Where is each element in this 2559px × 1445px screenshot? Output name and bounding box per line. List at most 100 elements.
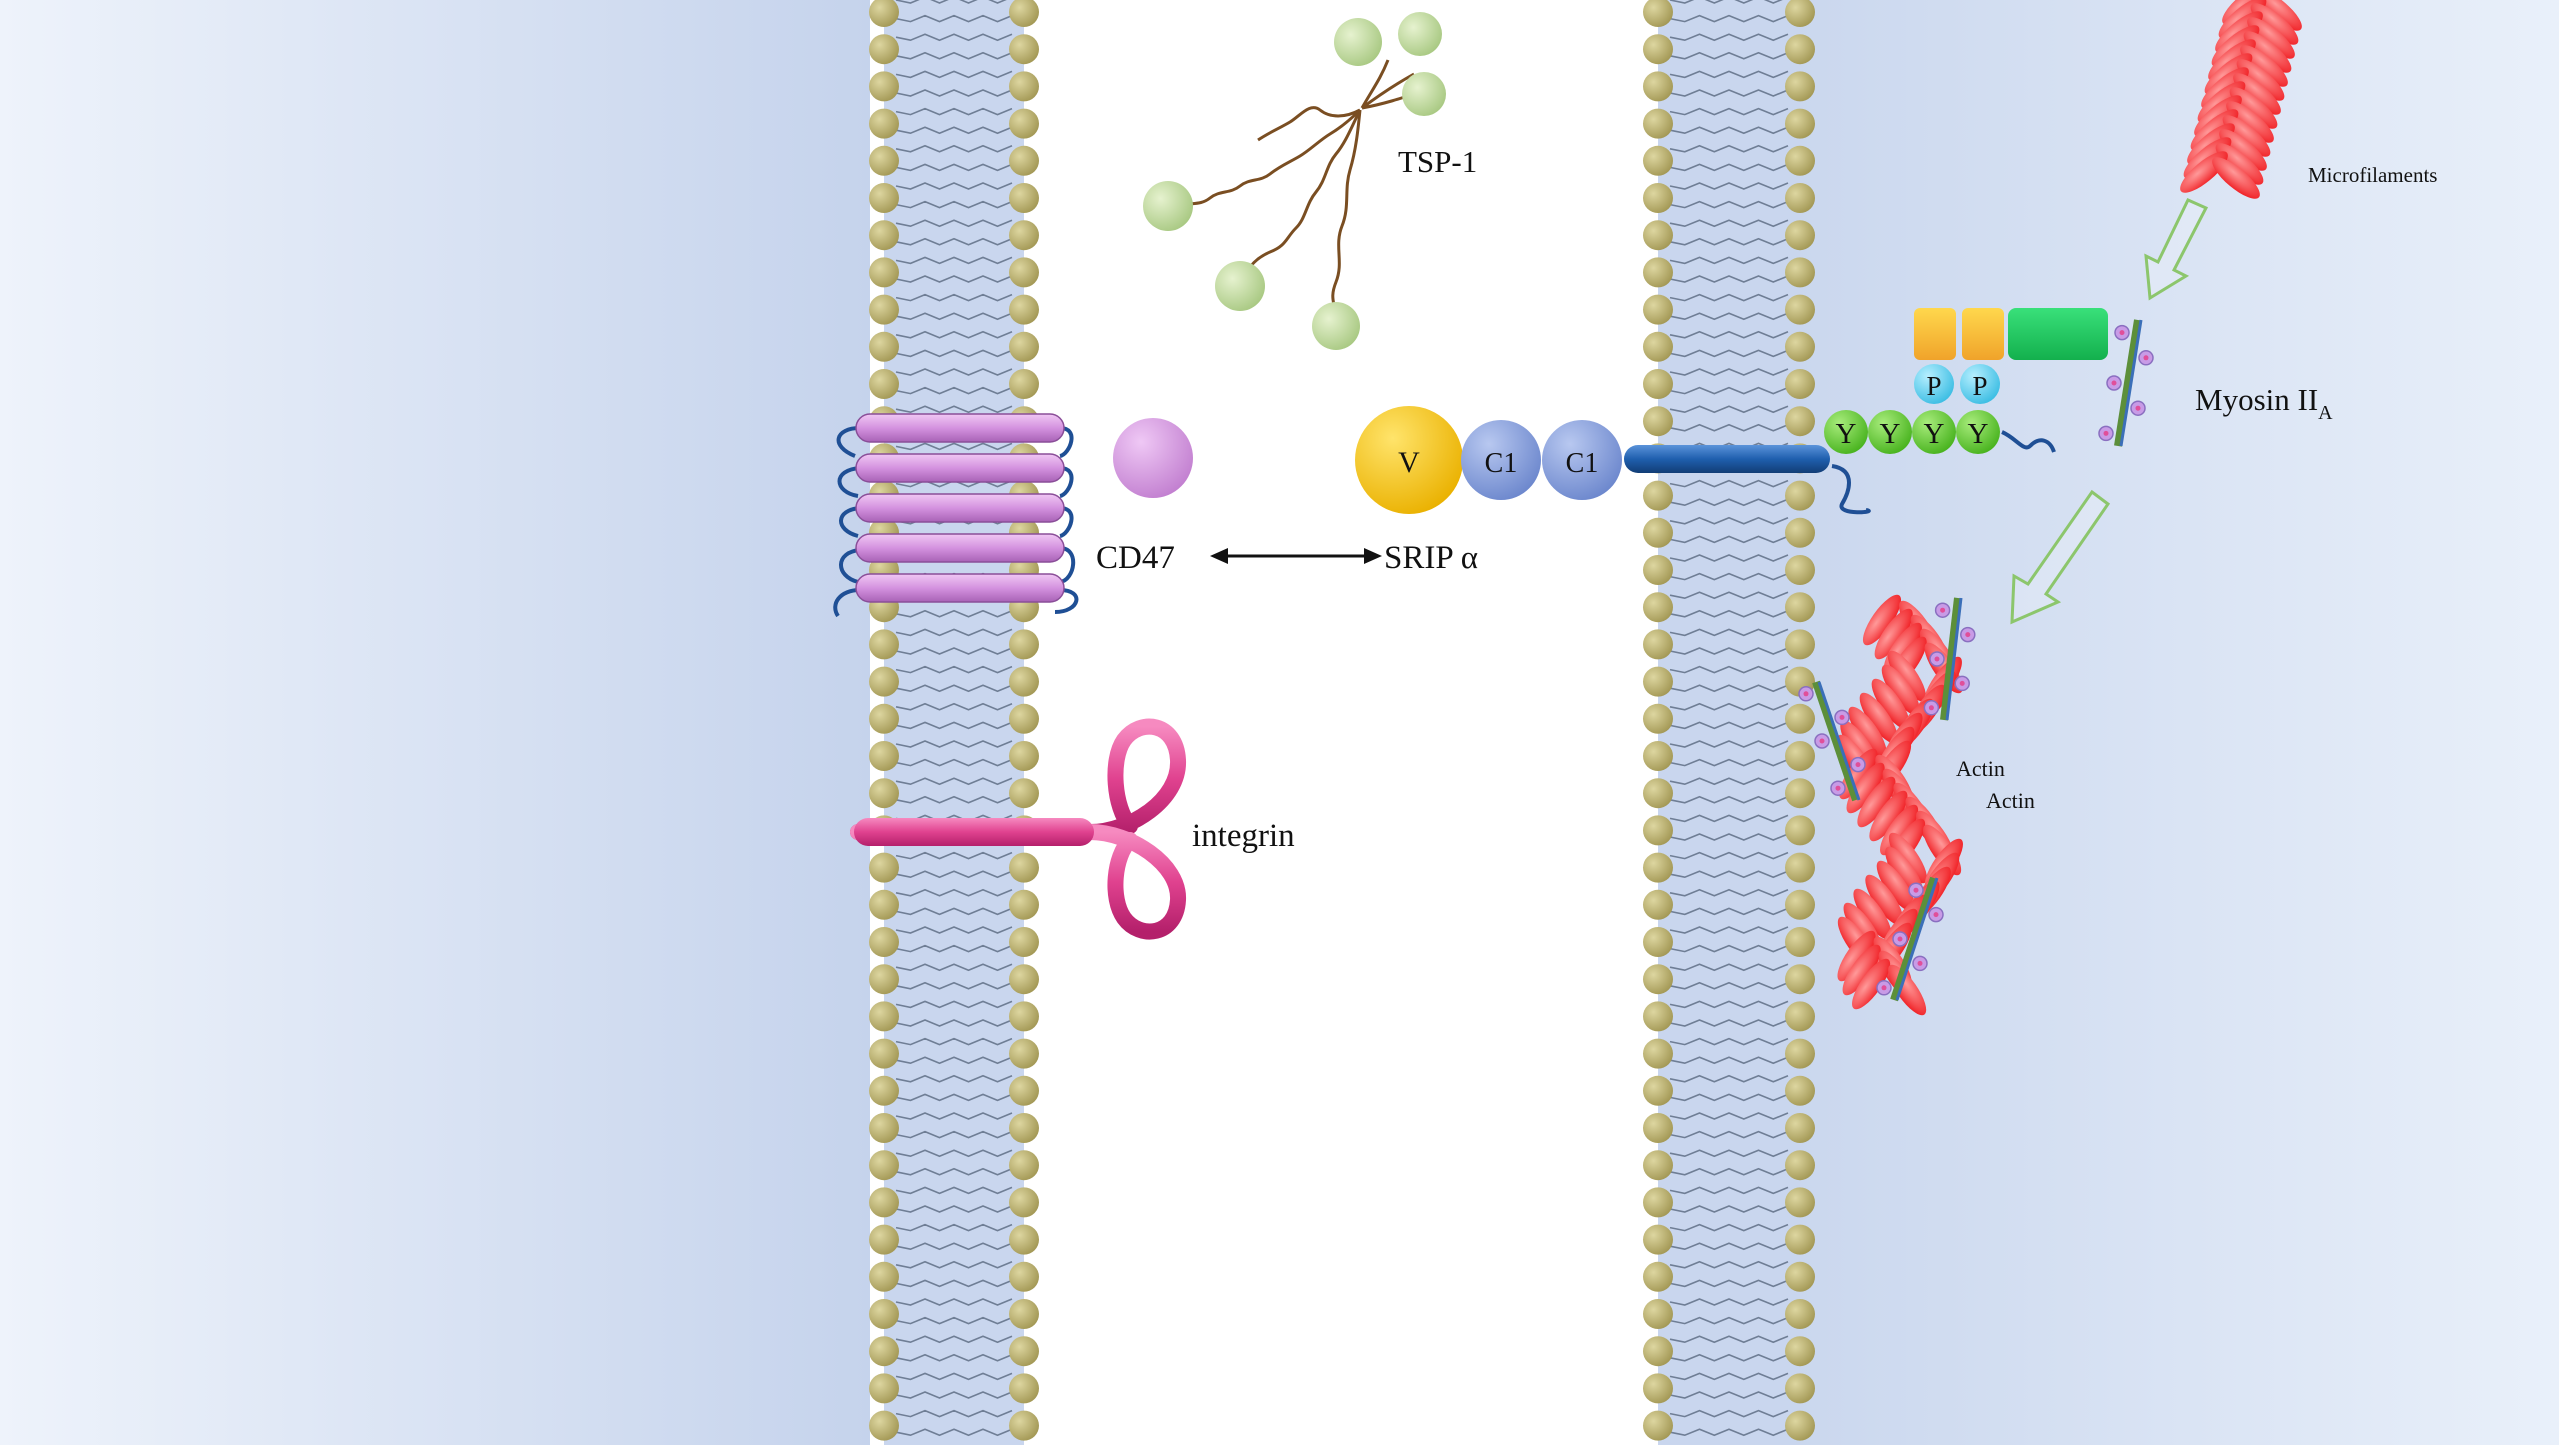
phospholipid-head — [869, 220, 899, 251]
microfilament-bundle — [2180, 0, 2302, 199]
cd47-transmembrane-helix — [855, 493, 1065, 523]
actin-monomer — [2233, 73, 2281, 115]
phospholipid-head — [869, 257, 899, 288]
phospholipid-head — [869, 145, 899, 176]
phospholipid-head — [869, 741, 899, 771]
phospholipid-head — [869, 1336, 899, 1367]
myosin-head-core — [2143, 355, 2149, 361]
phospholipid-head — [869, 927, 899, 957]
tyrosine-label: Y — [1968, 418, 1989, 450]
phospholipid-head — [1009, 927, 1039, 957]
tsp1-globular-domain — [1215, 261, 1265, 311]
phospholipid-head — [869, 294, 899, 325]
phospholipid-head — [869, 331, 899, 362]
tyrosine-residue — [1912, 410, 1956, 454]
phospholipid-head — [869, 0, 899, 27]
phospholipid-head — [1643, 1038, 1673, 1069]
phospholipid-head — [869, 71, 899, 102]
phospholipid-head — [1009, 369, 1039, 399]
phospholipid-head — [1643, 480, 1673, 511]
phospholipid-head — [1785, 1261, 1815, 1292]
actin-label: Actin — [1986, 788, 2035, 813]
actin-monomer — [1869, 790, 1908, 842]
phospholipid-head — [1009, 331, 1039, 362]
phospholipid-head — [1785, 369, 1815, 399]
phospholipid-head — [1785, 1001, 1815, 1032]
phospholipid-head — [1009, 666, 1039, 697]
actin-monomer — [1874, 608, 1913, 660]
myosin-head-core — [1897, 936, 1903, 942]
myosin-head-core — [1928, 705, 1934, 711]
tyrosine-label: Y — [1924, 418, 1945, 450]
phospholipid-head — [869, 1150, 899, 1181]
phospholipid-head — [1643, 741, 1673, 771]
phospholipid-head — [1009, 34, 1039, 65]
myosin-head-core — [1835, 785, 1841, 791]
phospholipid-head — [1785, 964, 1815, 995]
actin-monomer — [1887, 650, 1926, 702]
phospholipid-head — [869, 1261, 899, 1292]
phospholipid-head — [869, 1001, 899, 1032]
phospholipid-head — [1785, 1113, 1815, 1143]
actin-monomer — [2247, 17, 2295, 59]
phospholipid-head — [869, 1038, 899, 1069]
phospholipid-head — [1785, 71, 1815, 102]
phospholipid-head — [1785, 480, 1815, 511]
phospholipid-head — [1009, 1410, 1039, 1441]
phosphate-group — [1914, 364, 1954, 404]
phospholipid-head — [1643, 1224, 1673, 1255]
sirp-label: SRIP α — [1384, 540, 1478, 576]
actin-monomer — [2240, 45, 2288, 87]
phospholipid-head — [1009, 889, 1039, 920]
sirp-c1-label: C1 — [1566, 448, 1599, 479]
myosin-head-core — [1839, 714, 1845, 720]
phospholipid-head — [869, 34, 899, 65]
actin-monomer — [2254, 0, 2302, 31]
phospholipid-head — [869, 889, 899, 920]
phospholipid-head — [1643, 927, 1673, 957]
tsp1-globular-domain — [1398, 12, 1442, 56]
left-cell-cytoplasm — [0, 0, 870, 1445]
phospholipid-head — [1785, 1373, 1815, 1404]
actin-monomer — [1857, 776, 1896, 828]
phospholipid-head — [1009, 220, 1039, 251]
phospholipid-head — [1009, 1336, 1039, 1367]
tsp1-globular-domain — [1312, 302, 1360, 350]
phospholipid-head — [1785, 1299, 1815, 1329]
actin-monomer — [1871, 678, 1910, 730]
sirp-c1-domain — [1542, 420, 1622, 500]
phospholipid-head — [869, 369, 899, 399]
phospholipid-head — [869, 1075, 899, 1106]
myosin-rod-core — [1945, 597, 1963, 721]
sirp-c1-domain — [1461, 420, 1541, 500]
myosin-label: Myosin IIA — [2195, 382, 2333, 424]
actin-monomer — [2222, 115, 2271, 157]
phospholipid-head — [1785, 889, 1815, 920]
cd47-transmembrane-helix — [855, 413, 1065, 443]
phospholipid-head — [1785, 629, 1815, 660]
myosin-rod-core — [1817, 681, 1861, 801]
tyrosine-label: Y — [1880, 418, 1901, 450]
phospholipid-head — [1643, 778, 1673, 809]
phospholipid-head — [1643, 666, 1673, 697]
actin-monomer — [1888, 832, 1927, 884]
phospholipid-head — [1785, 517, 1815, 548]
phospholipid-head — [1643, 1410, 1673, 1441]
tyrosine-residue — [1956, 410, 2000, 454]
phospholipid-head — [1009, 1373, 1039, 1404]
actin-monomer — [2229, 87, 2278, 129]
phospholipid-head — [1643, 257, 1673, 288]
phospholipid-head — [1009, 1299, 1039, 1329]
phospholipid-head — [1785, 0, 1815, 27]
cd47-transmembrane-helix — [855, 573, 1065, 603]
actin-monomer — [2236, 59, 2285, 101]
cd47-ig-domain — [1113, 418, 1193, 498]
phospholipid-head — [1643, 629, 1673, 660]
phospholipid-head — [1009, 108, 1039, 139]
sirp-v-domain — [1355, 406, 1463, 514]
phospholipid-head — [1009, 257, 1039, 288]
cd47-transmembrane-helix — [855, 533, 1065, 563]
phosphatase-complex — [1914, 308, 2108, 360]
